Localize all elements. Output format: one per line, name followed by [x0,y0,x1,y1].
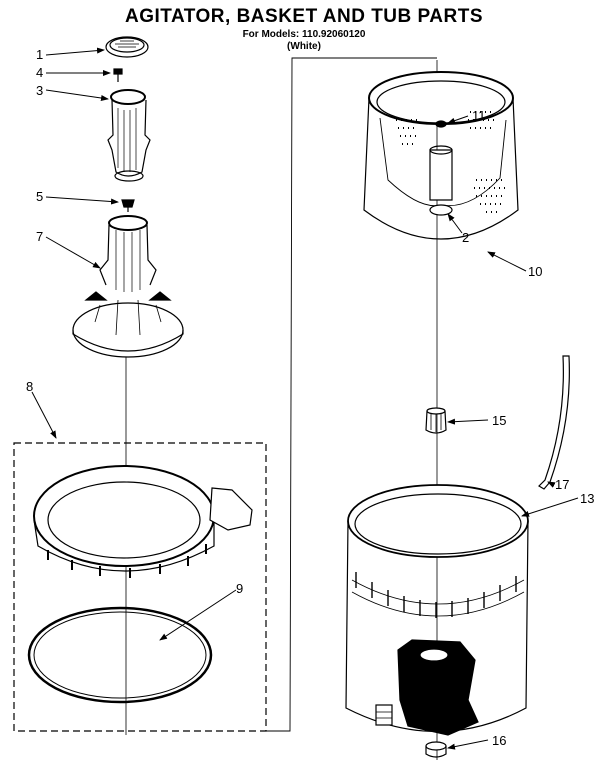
callout-9: 9 [236,581,243,596]
dog-part [121,199,135,212]
callout-11: 11 [472,108,486,123]
callout-4: 4 [36,65,43,80]
callout-5: 5 [36,189,43,204]
screw-part [113,68,123,82]
models-line: For Models: 110.92060120 [242,29,366,40]
callout-13: 13 [580,491,594,506]
color-line: (White) [287,41,321,52]
tub-ring-part [33,465,253,578]
tub-gasket-part [27,606,213,704]
nut-part [425,741,447,758]
hose-part [538,355,570,490]
callout-2: 2 [462,230,469,245]
agitator-base-part [72,215,184,358]
callout-17: 17 [555,477,569,492]
callout-8: 8 [26,379,33,394]
callout-7: 7 [36,229,43,244]
callout-1: 1 [36,47,43,62]
callout-10: 10 [528,264,542,279]
callout-16: 16 [492,733,506,748]
callout-3: 3 [36,83,43,98]
tub-part [345,484,529,736]
agitator-cap-part [105,36,149,58]
callout-15: 15 [492,413,506,428]
hub-part [425,407,447,434]
agitator-extension-part [107,89,151,182]
assembly-route-line [266,57,437,732]
seal-kit-box [13,442,267,732]
diagram-title: AGITATOR, BASKET AND TUB PARTS [124,6,484,27]
basket-part [363,71,519,240]
